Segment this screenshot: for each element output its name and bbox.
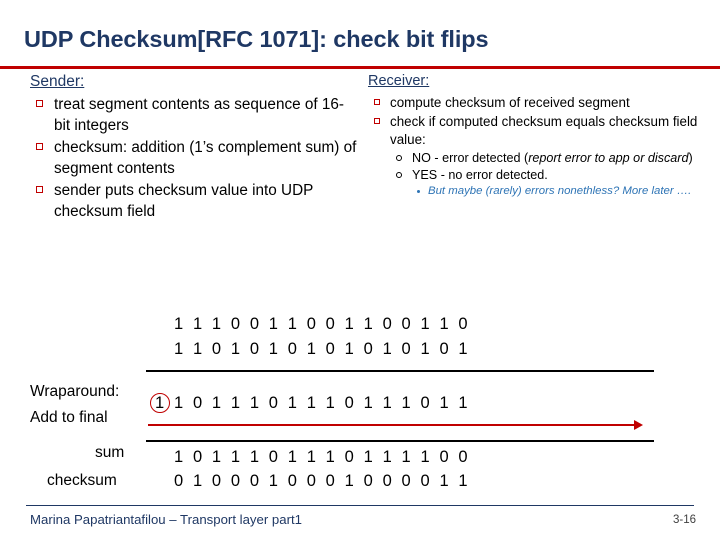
- list-item: But maybe (rarely) errors nonethless? Mo…: [412, 184, 698, 199]
- checksum-label: checksum: [47, 472, 117, 489]
- sum-label: sum: [95, 444, 125, 461]
- receiver-column: Receiver: compute checksum of received s…: [368, 72, 698, 200]
- list-item: YES - no error detected. But maybe (rare…: [390, 167, 698, 199]
- receiver-bullet-list: compute checksum of received segment che…: [368, 94, 698, 199]
- list-item: treat segment contents as sequence of 16…: [30, 94, 360, 136]
- receiver-sub-list: NO - error detected (report error to app…: [390, 150, 698, 199]
- list-item-label: compute checksum of received segment: [390, 95, 630, 110]
- wraparound-label-line1: Wraparound:: [30, 383, 120, 400]
- slide-number: 3-16: [672, 514, 696, 526]
- sum-row: 1 0 1 1 1 0 1 1 1 0 1 1 1 0 1 1: [174, 394, 471, 412]
- page-title: UDP Checksum[RFC 1071]: check bit flips: [24, 26, 489, 52]
- square-bullet-icon: [36, 186, 43, 193]
- receiver-sub-sub-list: But maybe (rarely) errors nonethless? Mo…: [412, 184, 698, 199]
- list-item-label: treat segment contents as sequence of 16…: [54, 96, 344, 134]
- list-item: NO - error detected (report error to app…: [390, 150, 698, 167]
- list-item-label: NO - error detected (: [412, 151, 529, 165]
- sum-divider-2: [146, 440, 654, 442]
- footer-text: Marina Papatriantafilou – Transport laye…: [30, 512, 302, 527]
- sender-bullet-list: treat segment contents as sequence of 16…: [30, 94, 360, 222]
- wraparound-label-line2: Add to final: [30, 409, 108, 426]
- sum-divider-1: [146, 370, 654, 372]
- list-item: compute checksum of received segment: [368, 94, 698, 112]
- square-bullet-icon: [36, 100, 43, 107]
- list-item: sender puts checksum value into UDP chec…: [30, 180, 360, 222]
- final-checksum-row: 0 1 0 0 0 1 0 0 0 1 0 0 0 0 1 1: [174, 472, 471, 490]
- circle-bullet-icon: [396, 172, 402, 178]
- circle-bullet-icon: [396, 155, 402, 161]
- list-item-tail: ): [688, 151, 693, 165]
- list-item-label: But maybe (rarely) errors nonethless? Mo…: [428, 185, 692, 197]
- carry-bit-circle: [150, 393, 170, 413]
- list-item: checksum: addition (1’s complement sum) …: [30, 137, 360, 179]
- sender-heading: Sender:: [30, 73, 85, 90]
- footer-divider: [26, 505, 694, 507]
- final-sum-row: 1 0 1 1 1 0 1 1 1 0 1 1 1 1 0 0: [174, 448, 471, 466]
- dot-bullet-icon: [417, 190, 420, 193]
- title-divider: [0, 66, 720, 69]
- list-item-label: checksum: addition (1’s complement sum) …: [54, 139, 357, 177]
- square-bullet-icon: [374, 118, 380, 124]
- list-item: check if computed checksum equals checks…: [368, 113, 698, 199]
- list-item-label: YES - no error detected.: [412, 168, 548, 182]
- wraparound-arrow-head: [634, 420, 643, 430]
- wraparound-arrow-line: [148, 424, 635, 426]
- list-item-label: sender puts checksum value into UDP chec…: [54, 182, 314, 220]
- list-item-emphasis: report error to app or discard: [528, 151, 689, 165]
- operand-1: 1 1 1 0 0 1 1 0 0 1 1 0 0 1 1 0: [174, 315, 471, 333]
- receiver-heading: Receiver:: [368, 73, 430, 89]
- carry-bit-digit: 1: [155, 394, 165, 412]
- list-item-label: check if computed checksum equals checks…: [390, 114, 698, 147]
- square-bullet-icon: [374, 99, 380, 105]
- square-bullet-icon: [36, 143, 43, 150]
- operand-2: 1 1 0 1 0 1 0 1 0 1 0 1 0 1 0 1: [174, 340, 471, 358]
- sender-column: Sender: treat segment contents as sequen…: [30, 72, 360, 223]
